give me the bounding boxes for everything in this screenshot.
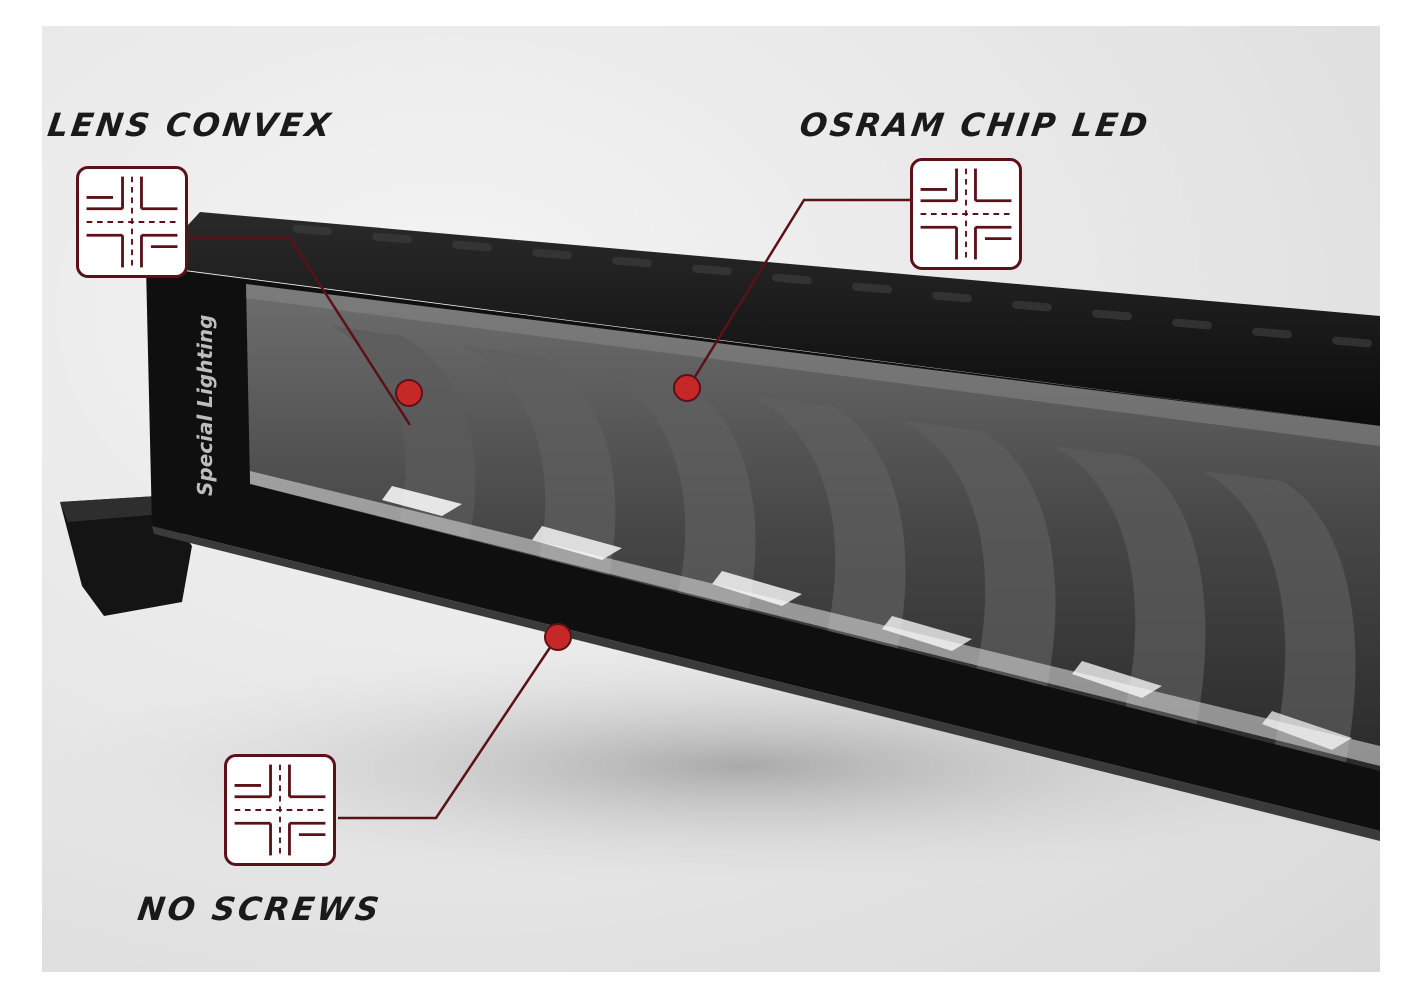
no-screws-label: NO SCREWS bbox=[135, 890, 385, 928]
screws-hotspot-marker[interactable] bbox=[544, 623, 572, 651]
chip-hotspot-marker[interactable] bbox=[673, 374, 701, 402]
cooling-fins bbox=[292, 224, 1372, 348]
lens-crossroads-icon bbox=[76, 166, 188, 278]
bar-top-face bbox=[150, 212, 1380, 426]
screws-crossroads-icon bbox=[224, 754, 336, 866]
led-light-bar-photo: Special Lighting bbox=[42, 212, 1380, 886]
osram-chip-led-label: OSRAM CHIP LED bbox=[797, 106, 1153, 144]
convex-lens-segments bbox=[246, 284, 1380, 771]
lens-leader-line bbox=[190, 236, 412, 426]
chip-crossroads-icon bbox=[910, 158, 1022, 270]
lens-hotspot-marker[interactable] bbox=[395, 379, 423, 407]
brand-print: Special Lighting bbox=[193, 315, 217, 496]
chip-leader-line bbox=[686, 198, 910, 389]
lens-convex-label: LENS CONVEX bbox=[45, 106, 336, 144]
screws-leader-line bbox=[338, 636, 559, 820]
